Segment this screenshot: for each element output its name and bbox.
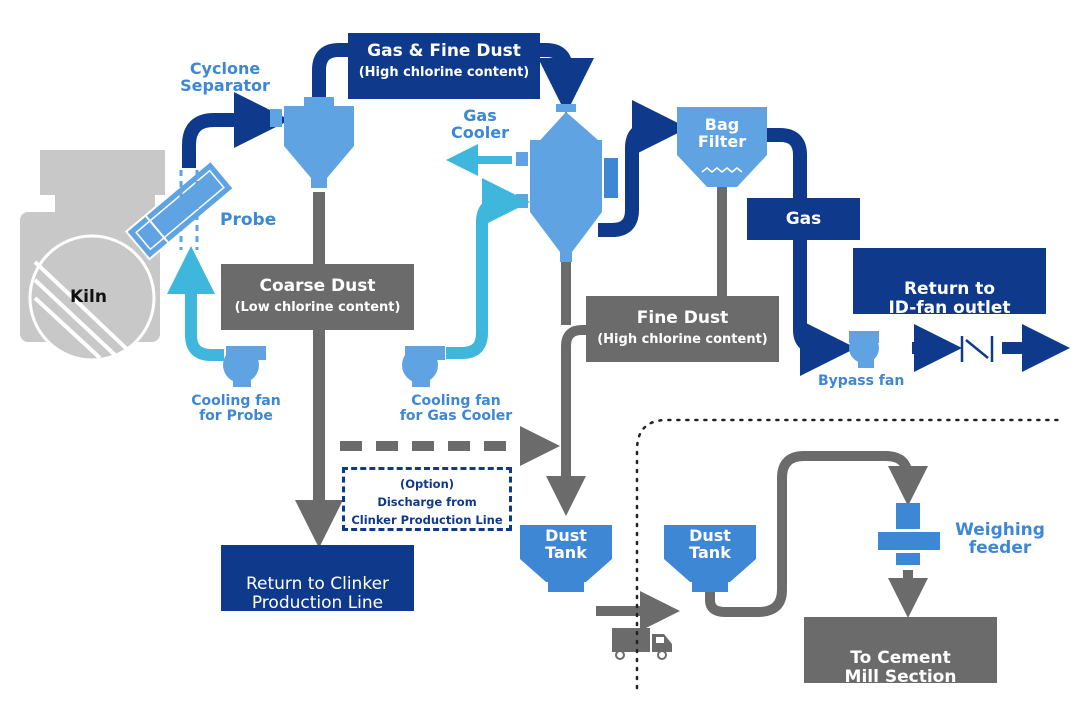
cooling-fan-probe — [223, 346, 266, 387]
bag-filter-label: Bag Filter — [697, 115, 747, 151]
gas-box-title: Gas — [785, 209, 822, 229]
flow-dust-tank-to-weighing-feeder — [705, 451, 928, 617]
cooling-fan-gas-cooler — [402, 346, 445, 387]
gas-cooler — [516, 104, 618, 262]
bypass-fan — [849, 331, 879, 368]
gas-box: Gas — [747, 198, 860, 240]
fine-dust-box: Fine Dust (High chlorine content) — [586, 296, 779, 362]
flow-gas-cooler-to-bag-filter — [598, 100, 688, 237]
weighing-feeder-label: Weighing feeder — [955, 520, 1045, 558]
probe-graphic — [124, 159, 236, 261]
flow-fine-dust-to-dust-tank — [546, 325, 590, 516]
gas-fine-dust-title: Gas & Fine Dust — [367, 41, 521, 61]
option-line2: Discharge from — [377, 494, 477, 509]
flow-cooling-air-to-gas-cooler — [446, 178, 530, 359]
dust-tank-2 — [664, 525, 756, 592]
coarse-dust-subtitle: (Low chlorine content) — [234, 300, 401, 315]
gas-cooler-label: Gas Cooler — [451, 106, 509, 142]
gas-fine-dust-subtitle: (High chlorine content) — [358, 65, 530, 80]
cement-mill-box: To Cement Mill Section — [804, 617, 997, 687]
gas-fine-dust-box: Gas & Fine Dust (High chlorine content) — [348, 33, 540, 99]
coarse-dust-title: Coarse Dust — [259, 276, 376, 296]
option-line1: (Option) — [399, 477, 455, 491]
damper-icon — [960, 336, 994, 362]
return-clinker-title: Return to Clinker Production Line — [245, 573, 390, 614]
return-clinker-box: Return to Clinker Production Line — [221, 545, 414, 614]
option-line3: Clinker Production Line — [351, 512, 503, 527]
flow-bag-filter-to-bypass-fan — [767, 128, 856, 376]
fine-dust-subtitle: (High chlorine content) — [597, 332, 768, 347]
cooling-fan-probe-label: Cooling fan for Probe — [191, 393, 281, 424]
cement-mill-title: To Cement Mill Section — [844, 647, 957, 688]
truck-icon — [612, 628, 672, 660]
cooling-fan-gas-cooler-label: Cooling fan for Gas Cooler — [399, 393, 513, 424]
return-id-fan-title: Return to ID-fan outlet — [888, 278, 1011, 319]
flow-gas-fine-dust-to-gas-cooler — [538, 43, 594, 114]
bypass-fan-label: Bypass fan — [818, 373, 905, 389]
cyclone-separator — [270, 97, 354, 188]
coarse-dust-box: Coarse Dust (Low chlorine content) — [221, 264, 414, 330]
return-id-fan-box: Return to ID-fan outlet — [853, 248, 1046, 318]
probe-label: Probe — [220, 210, 277, 230]
flow-cooling-air-to-probe — [167, 246, 224, 361]
option-discharge-box: (Option) Discharge from Clinker Producti… — [342, 467, 512, 531]
flow-probe-to-cyclone — [182, 92, 290, 168]
section-divider — [635, 418, 1062, 690]
flow-cyclone-to-gas-fine-dust — [312, 43, 350, 97]
kiln-label: Kiln — [70, 287, 107, 307]
dust-tank-1 — [520, 525, 612, 592]
bag-filter — [677, 107, 767, 187]
fine-dust-title: Fine Dust — [636, 308, 729, 328]
cyclone-separator-label: Cyclone Separator — [180, 59, 270, 95]
dust-tank-2-label: Dust Tank — [689, 526, 731, 562]
kiln-graphic — [20, 150, 165, 362]
weighing-feeder — [878, 503, 940, 565]
dust-tank-1-label: Dust Tank — [545, 526, 587, 562]
